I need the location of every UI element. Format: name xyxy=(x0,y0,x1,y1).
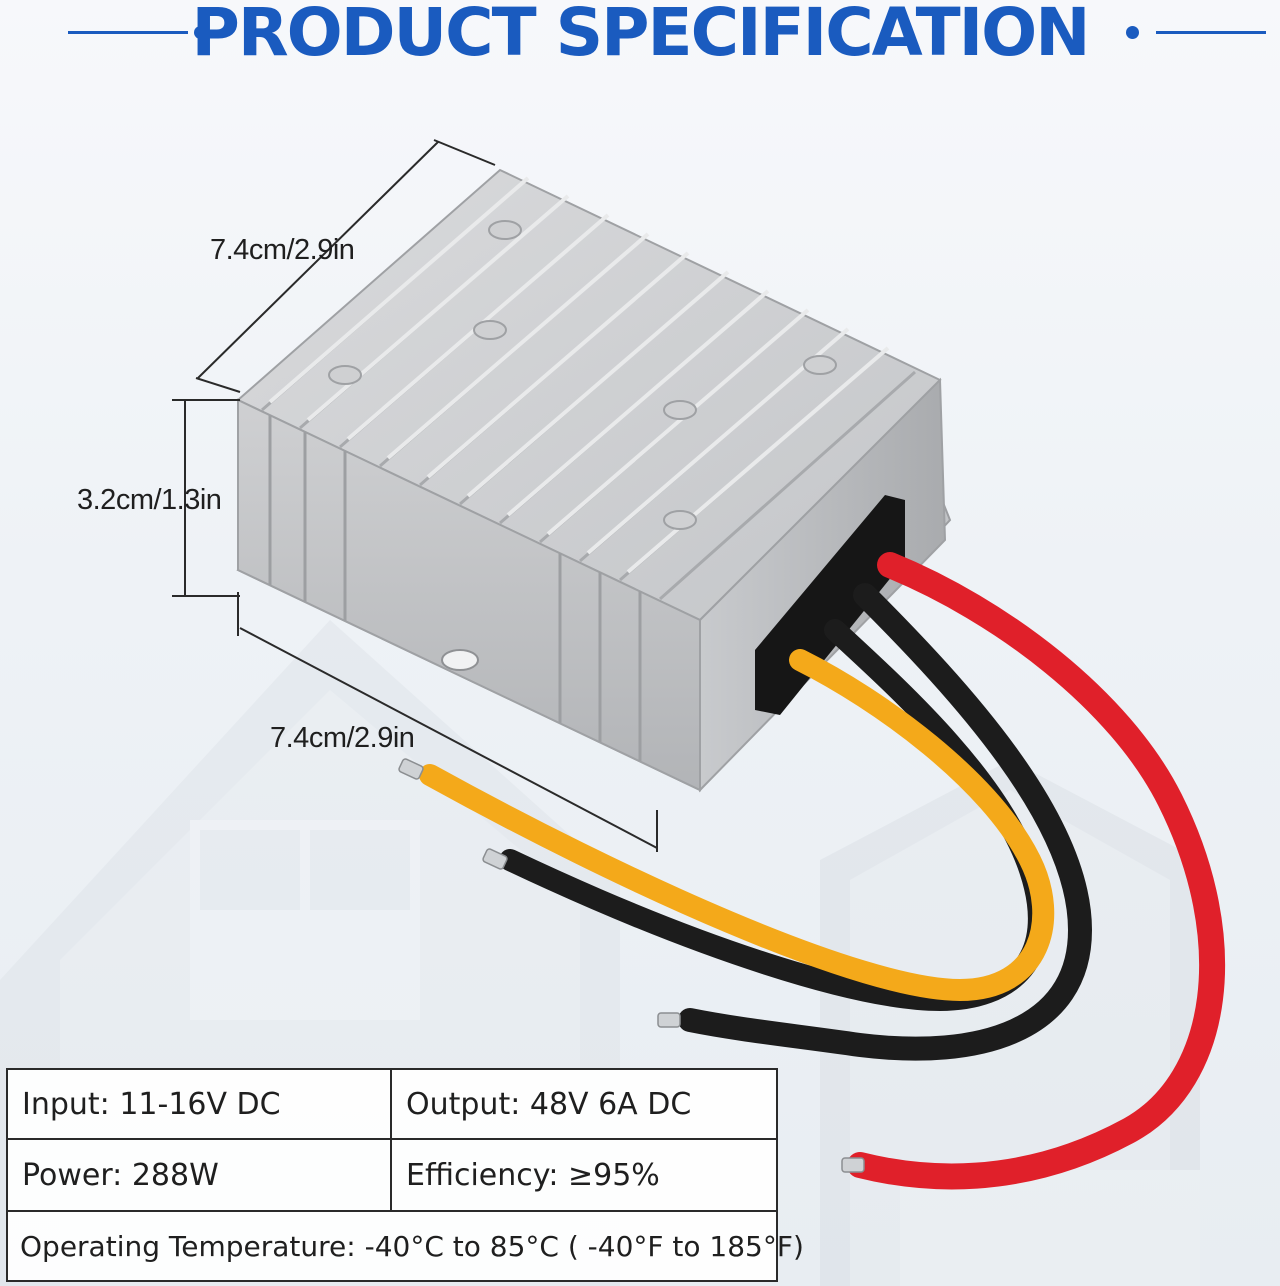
spec-table: Input: 11-16V DC Output: 48V 6A DC Power… xyxy=(6,1068,804,1282)
header: PRODUCT SPECIFICATION xyxy=(0,0,1280,72)
bottom-length-label: 7.4cm/2.9in xyxy=(270,722,415,754)
height-label: 3.2cm/1.3in xyxy=(77,484,222,516)
title-right-dot xyxy=(1126,26,1139,39)
spec-row: Power: 288W Efficiency: ≥95% xyxy=(8,1140,776,1212)
title-right-line xyxy=(1156,31,1266,34)
spec-efficiency: Efficiency: ≥95% xyxy=(390,1140,776,1210)
spec-output: Output: 48V 6A DC xyxy=(390,1070,776,1138)
title-left-line xyxy=(68,31,188,34)
spec-input: Input: 11-16V DC xyxy=(22,1086,281,1122)
spec-row: Input: 11-16V DC Output: 48V 6A DC xyxy=(8,1070,776,1140)
title-left-dot xyxy=(194,26,207,39)
spec-temperature: Operating Temperature: -40°C to 85°C ( -… xyxy=(20,1229,804,1263)
red-wire xyxy=(847,552,1225,1190)
yellow-wire xyxy=(419,649,1055,1002)
page-title: PRODUCT SPECIFICATION xyxy=(191,0,1090,71)
mounting-hole xyxy=(441,649,479,671)
black-wire-long xyxy=(678,583,1093,1061)
spec-row: Operating Temperature: -40°C to 85°C ( -… xyxy=(8,1212,804,1280)
top-length-label: 7.4cm/2.9in xyxy=(210,234,355,266)
spec-power: Power: 288W xyxy=(22,1157,219,1193)
